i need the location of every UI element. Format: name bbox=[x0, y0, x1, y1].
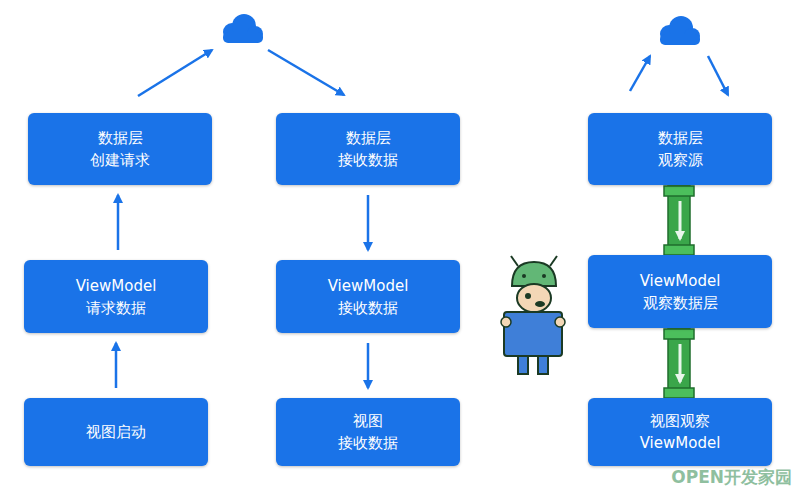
box-text: 视图启动 bbox=[86, 421, 146, 443]
box-text: ViewModel bbox=[640, 432, 721, 454]
pipe-arrow bbox=[679, 344, 682, 382]
box-text: 数据层 bbox=[658, 127, 703, 149]
box-text: 数据层 bbox=[98, 127, 143, 149]
process-box: 数据层接收数据 bbox=[276, 113, 460, 185]
box-text: 请求数据 bbox=[86, 297, 146, 319]
flow-arrow bbox=[367, 343, 370, 388]
box-text: 视图 bbox=[353, 410, 383, 432]
flow-arrow bbox=[367, 195, 370, 250]
process-box: 视图观察ViewModel bbox=[588, 398, 772, 466]
cloud-icon bbox=[660, 16, 700, 45]
box-text: 创建请求 bbox=[90, 149, 150, 171]
box-text: 视图观察 bbox=[650, 410, 710, 432]
process-box: ViewModel请求数据 bbox=[24, 260, 208, 333]
flow-arrow bbox=[117, 195, 120, 250]
process-box: 视图启动 bbox=[24, 398, 208, 466]
process-box: 视图接收数据 bbox=[276, 398, 460, 466]
box-text: 接收数据 bbox=[338, 432, 398, 454]
android-mascot bbox=[501, 256, 565, 374]
box-text: 数据层 bbox=[346, 127, 391, 149]
pipe-arrow bbox=[679, 201, 682, 239]
flow-arrow bbox=[115, 343, 118, 388]
box-text: ViewModel bbox=[328, 275, 409, 297]
box-text: 观察源 bbox=[658, 149, 703, 171]
box-text: ViewModel bbox=[640, 270, 721, 292]
box-text: 观察数据层 bbox=[643, 292, 718, 314]
process-box: ViewModel观察数据层 bbox=[588, 255, 772, 328]
cloud-arrow bbox=[138, 50, 728, 96]
watermark: OPEN开发家园 bbox=[671, 466, 792, 489]
process-box: 数据层观察源 bbox=[588, 113, 772, 185]
box-text: ViewModel bbox=[76, 275, 157, 297]
process-box: 数据层创建请求 bbox=[28, 113, 212, 185]
box-text: 接收数据 bbox=[338, 297, 398, 319]
box-text: 接收数据 bbox=[338, 149, 398, 171]
process-box: ViewModel接收数据 bbox=[276, 260, 460, 333]
cloud-icon bbox=[223, 14, 263, 43]
